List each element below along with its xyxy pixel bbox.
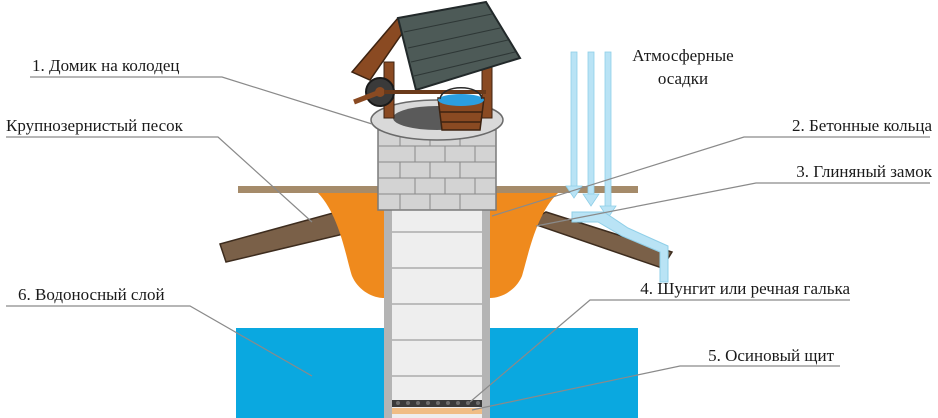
concrete-ring-seams [392, 231, 482, 377]
brick-rows [378, 130, 496, 210]
aspen-shield [392, 408, 482, 414]
leader-sand [6, 136, 313, 223]
leader-aquifer [6, 305, 313, 377]
precipitation-arrows [565, 51, 617, 219]
crank-handle [353, 89, 381, 105]
well-shaft-wall-right [482, 193, 490, 418]
roof-shingles [403, 13, 516, 77]
label-aquifer: 6. Водоносный слой [18, 285, 165, 304]
well-head-bricks [377, 129, 497, 211]
label-clay-lock: 3. Глиняный замок [796, 162, 932, 181]
drain-log-left [219, 209, 353, 263]
label-precipitation-line2: осадки [658, 69, 708, 88]
label-rings: 2. Бетонные кольца [792, 116, 932, 135]
roof-panel [396, 0, 522, 92]
leader-house [30, 76, 373, 125]
clay-lock [318, 193, 384, 298]
gravel-dots [396, 401, 480, 405]
well-shaft [384, 193, 490, 418]
leader-shield [471, 365, 840, 411]
label-shield: 5. Осиновый щит [708, 346, 835, 365]
clay-lock [490, 193, 558, 298]
leader-gravel [469, 299, 850, 403]
label-precipitation-line1: Атмосферные [632, 46, 733, 65]
bucket-water [438, 94, 484, 106]
label-house: 1. Домик на колодец [32, 56, 180, 75]
label-gravel: 4. Шунгит или речная галька [640, 279, 850, 298]
runoff-channel [571, 211, 669, 283]
bucket-handle [439, 87, 483, 100]
leader-clay [535, 182, 930, 227]
label-sand: Крупнозернистый песок [6, 116, 184, 135]
well-shaft-wall-left [384, 193, 392, 418]
leader-rings [491, 136, 930, 217]
